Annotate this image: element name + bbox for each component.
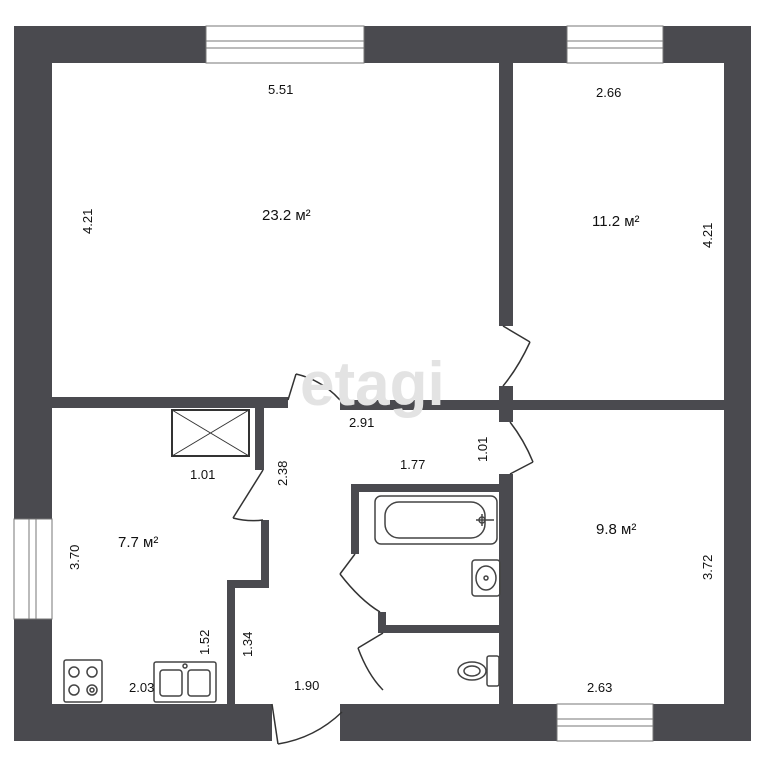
door-bedroom-bottom-right <box>509 421 534 475</box>
toilet-icon <box>457 655 500 687</box>
dim-kitchen-height: 3.70 <box>67 545 82 570</box>
dim-hall-diagonal: 2.38 <box>275 461 290 486</box>
dim-bedroom-tr-width: 2.66 <box>596 85 621 100</box>
dim-bedroom-tr-height: 4.21 <box>700 223 715 248</box>
dim-entry-width: 1.90 <box>294 678 319 693</box>
shaft-icon <box>171 409 250 457</box>
window-bottom-right <box>556 703 654 742</box>
kitchen-sink-icon <box>153 661 217 703</box>
dim-kitchen-bump: 1.52 <box>197 630 212 655</box>
door-toilet <box>357 632 384 691</box>
door-bathroom <box>339 553 381 613</box>
door-kitchen <box>232 469 264 522</box>
dim-bedroom-br-height: 3.72 <box>700 555 715 580</box>
window-left <box>13 518 53 620</box>
area-bedroom-top-right: 11.2 м² <box>592 213 640 230</box>
window-top-left <box>205 25 365 64</box>
dim-living-width: 5.51 <box>268 82 293 97</box>
door-bedroom-top-right <box>502 325 531 387</box>
dim-hall-top: 2.91 <box>349 415 374 430</box>
dim-hall-door-gap: 1.01 <box>475 437 490 462</box>
bathtub-icon <box>374 495 498 545</box>
dim-kitchen-bottom: 2.03 <box>129 680 154 695</box>
dim-closet-width: 1.01 <box>190 467 215 482</box>
door-living-room <box>287 373 341 401</box>
dim-living-height: 4.21 <box>80 209 95 234</box>
dim-bedroom-br-width: 2.63 <box>587 680 612 695</box>
dim-bath-width: 1.77 <box>400 457 425 472</box>
area-living-room: 23.2 м² <box>262 207 311 224</box>
sink-icon <box>471 559 501 597</box>
area-bedroom-bottom-right: 9.8 м² <box>596 521 636 538</box>
dim-hall-lower: 1.34 <box>240 632 255 657</box>
window-top-right <box>566 25 664 64</box>
watermark: etagi <box>300 350 445 419</box>
area-kitchen: 7.7 м² <box>118 534 158 551</box>
stove-icon <box>63 659 103 703</box>
interior-walls <box>52 63 724 741</box>
door-entrance <box>271 703 343 745</box>
